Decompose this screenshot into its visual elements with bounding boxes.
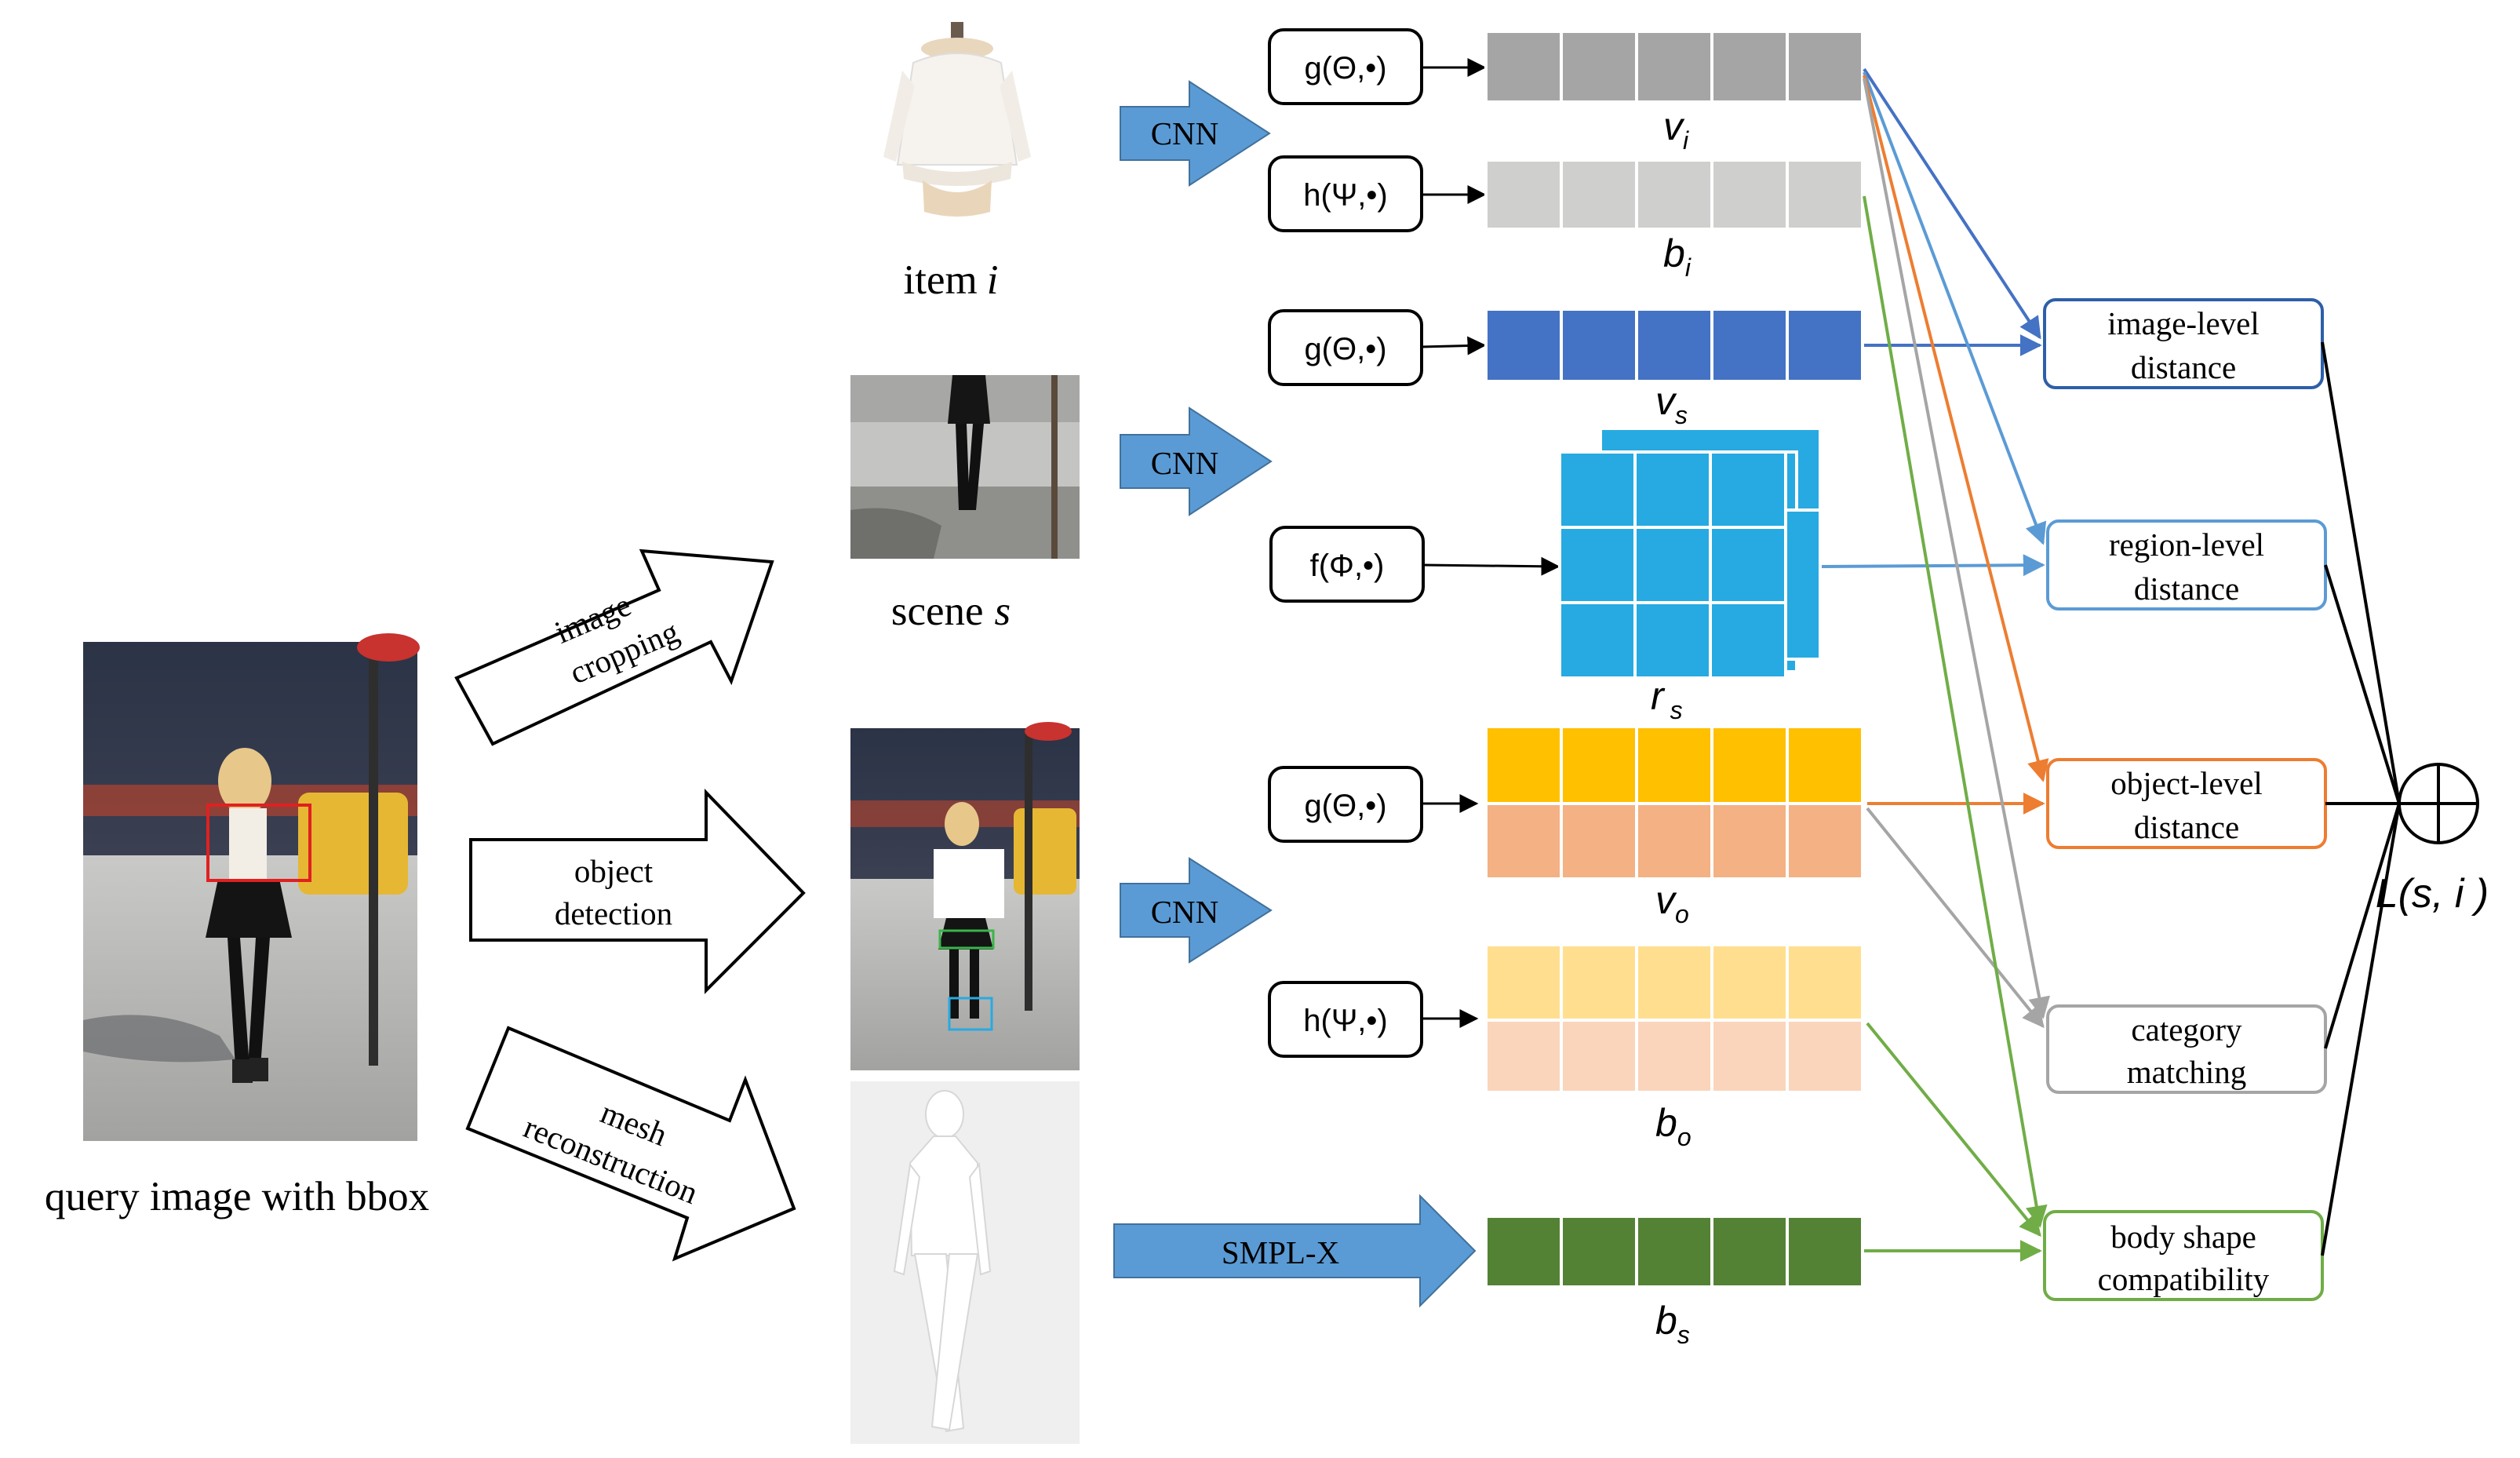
query-caption: query image with bbox	[45, 1174, 429, 1219]
line-vo-category	[1866, 807, 2045, 1029]
loss-region-level: region-level distance	[2046, 519, 2327, 611]
scene-caption-text: scene	[891, 589, 984, 634]
item-image	[883, 22, 1031, 217]
cnn-label-object: CNN	[1151, 894, 1219, 930]
sum-line-region	[2324, 564, 2401, 804]
cnn-label-scene: CNN	[1151, 445, 1219, 481]
g-func-box-item: g(Θ,•)	[1268, 28, 1423, 105]
h-func-box-item: h(Ψ,•)	[1268, 155, 1423, 232]
vector-v-s	[1484, 308, 1864, 383]
query-image	[83, 633, 420, 1141]
object-detection-label-1: object	[574, 853, 654, 889]
svg-text:object-level: object-level	[2110, 765, 2263, 801]
detection-image	[850, 722, 1080, 1070]
cnn-arrow-item: CNN	[1120, 80, 1271, 187]
label-b-o: bo	[1655, 1101, 1692, 1151]
f-func-label-scene: f(Φ,•)	[1310, 549, 1385, 583]
g-func-label-scene: g(Θ,•)	[1304, 332, 1386, 366]
item-caption-text: item	[904, 257, 978, 303]
h-func-box-object: h(Ψ,•)	[1268, 981, 1423, 1058]
h-func-label-object: h(Ψ,•)	[1303, 1004, 1387, 1038]
g-func-box-object: g(Θ,•)	[1268, 766, 1423, 843]
g-func-label-item: g(Θ,•)	[1304, 51, 1386, 86]
line-bi-body-shape	[1863, 195, 2048, 1228]
g-func-label-object: g(Θ,•)	[1304, 789, 1386, 823]
smplx-label: SMPL-X	[1222, 1234, 1339, 1270]
line-bo-body-shape	[1866, 1022, 2041, 1237]
loss-image-level: image-level distance	[2043, 298, 2324, 389]
f-func-box-scene: f(Φ,•)	[1269, 526, 1425, 603]
vector-v-o	[1484, 725, 1864, 880]
arrow-f-rs	[1422, 556, 1560, 576]
item-caption-var: i	[987, 257, 999, 303]
object-detection-label-2: detection	[555, 895, 672, 931]
sum-line-image	[2321, 341, 2401, 804]
mesh-reconstruction-arrow: mesh reconstruction	[465, 1026, 796, 1262]
label-b-s: bs	[1655, 1299, 1690, 1349]
object-detection-arrow: object detection	[469, 789, 806, 994]
masked-garment	[934, 849, 1004, 918]
svg-text:category: category	[2131, 1011, 2242, 1048]
feature-map-r-s	[1558, 427, 1822, 680]
vector-b-s	[1484, 1215, 1864, 1289]
image-cropping-arrow: image cropping	[454, 549, 774, 746]
svg-text:matching: matching	[2127, 1054, 2247, 1090]
arrow-g-vs	[1421, 336, 1487, 355]
svg-text:distance: distance	[2131, 349, 2236, 385]
g-func-box-scene: g(Θ,•)	[1268, 309, 1423, 386]
cnn-arrow-object: CNN	[1120, 857, 1273, 964]
line-vi-region-level	[1863, 71, 2047, 545]
svg-text:compatibility: compatibility	[2098, 1261, 2270, 1297]
line-vi-object-level	[1863, 75, 2049, 782]
svg-text:distance: distance	[2134, 570, 2239, 607]
sum-line-body	[2321, 803, 2401, 1256]
sum-line-category	[2324, 803, 2401, 1049]
sum-node	[2398, 763, 2479, 844]
label-v-s: vs	[1655, 379, 1688, 429]
svg-text:region-level: region-level	[2109, 527, 2264, 563]
cnn-arrow-scene: CNN	[1120, 406, 1273, 516]
loss-body-shape: body shape compatibility	[2043, 1210, 2324, 1301]
loss-label: L(s, i )	[2376, 871, 2489, 917]
svg-text:image-level: image-level	[2107, 305, 2260, 341]
mesh-image	[850, 1081, 1080, 1444]
svg-text:body shape: body shape	[2110, 1219, 2256, 1255]
h-func-label-item: h(Ψ,•)	[1303, 178, 1387, 213]
line-vi-image-level	[1863, 67, 2041, 340]
cnn-label-item: CNN	[1151, 115, 1219, 151]
scene-image	[850, 375, 1080, 559]
smplx-arrow: SMPL-X	[1113, 1194, 1477, 1308]
loss-object-level: object-level distance	[2046, 758, 2327, 849]
scene-caption-var: s	[995, 589, 1011, 634]
line-rs-region-level	[1821, 554, 2045, 577]
line-vi-category	[1863, 78, 2051, 1019]
vector-b-o	[1484, 943, 1864, 1094]
svg-text:distance: distance	[2134, 809, 2239, 845]
query-bbox	[206, 804, 311, 882]
label-v-i: vi	[1663, 104, 1689, 155]
loss-category: category matching	[2046, 1004, 2327, 1094]
label-v-o: vo	[1655, 878, 1689, 928]
vector-v-i	[1484, 30, 1864, 104]
label-b-i: bi	[1663, 231, 1692, 282]
vector-b-i	[1484, 159, 1864, 231]
